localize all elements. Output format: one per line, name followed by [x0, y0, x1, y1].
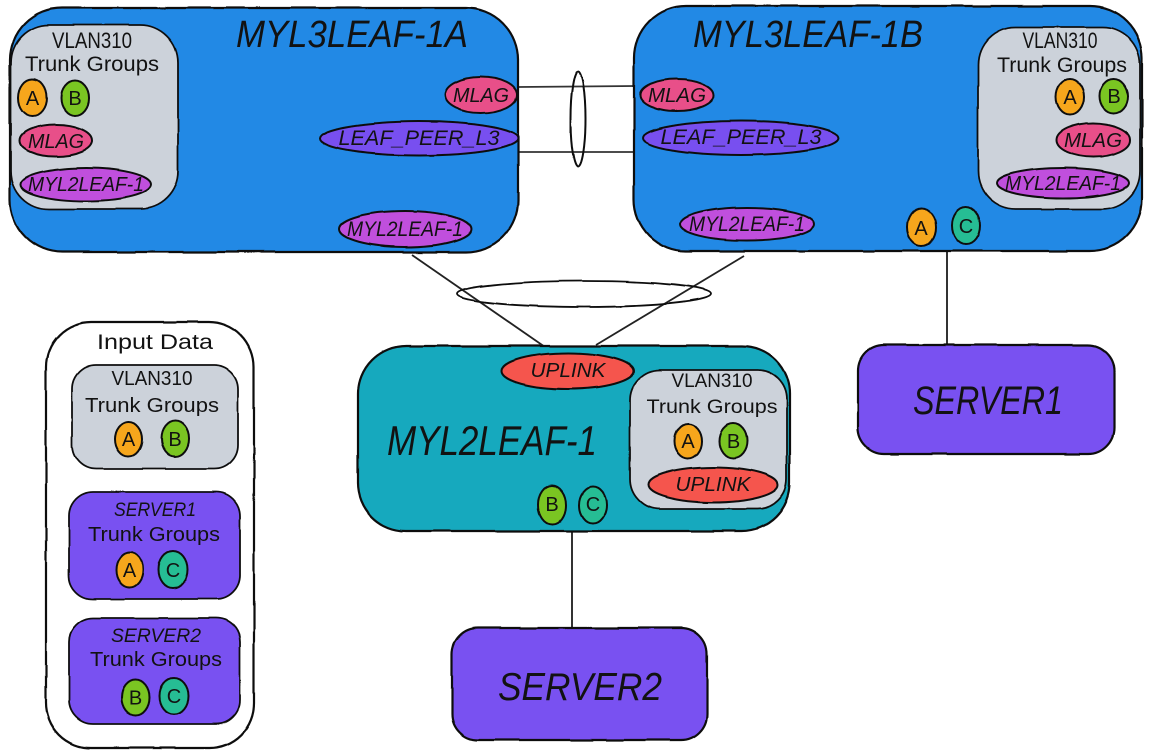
- svg-text:A: A: [122, 429, 136, 451]
- svg-text:Trunk Groups: Trunk Groups: [88, 524, 220, 546]
- svg-text:MYL3LEAF-1B: MYL3LEAF-1B: [693, 14, 923, 56]
- svg-text:Input Data: Input Data: [97, 331, 213, 354]
- svg-text:B: B: [68, 88, 81, 110]
- svg-text:A: A: [123, 560, 137, 582]
- svg-text:LEAF_PEER_L3: LEAF_PEER_L3: [661, 126, 822, 149]
- svg-text:SERVER2: SERVER2: [498, 666, 662, 709]
- svg-text:VLAN310: VLAN310: [112, 368, 193, 390]
- svg-text:A: A: [26, 88, 40, 110]
- svg-text:Trunk Groups: Trunk Groups: [90, 649, 222, 671]
- svg-text:C: C: [959, 216, 973, 238]
- svg-text:LEAF_PEER_L3: LEAF_PEER_L3: [339, 127, 500, 150]
- svg-text:Trunk Groups: Trunk Groups: [647, 397, 778, 418]
- svg-text:MYL2LEAF-1: MYL2LEAF-1: [347, 218, 463, 241]
- svg-text:C: C: [586, 494, 600, 516]
- svg-text:A: A: [914, 218, 928, 240]
- svg-text:SERVER1: SERVER1: [114, 500, 196, 521]
- svg-text:B: B: [1107, 86, 1120, 108]
- svg-text:MYL3LEAF-1A: MYL3LEAF-1A: [236, 14, 468, 56]
- svg-text:MLAG: MLAG: [648, 85, 706, 107]
- svg-text:VLAN310: VLAN310: [52, 28, 132, 53]
- svg-text:A: A: [681, 431, 695, 453]
- svg-text:MYL2LEAF-1: MYL2LEAF-1: [28, 174, 144, 196]
- svg-text:B: B: [129, 688, 142, 710]
- svg-text:B: B: [168, 429, 181, 451]
- svg-text:MLAG: MLAG: [1064, 130, 1122, 152]
- svg-text:Trunk Groups: Trunk Groups: [25, 53, 159, 76]
- svg-text:UPLINK: UPLINK: [531, 360, 608, 382]
- svg-text:B: B: [545, 494, 558, 516]
- svg-text:MLAG: MLAG: [28, 131, 84, 153]
- svg-text:B: B: [727, 431, 740, 453]
- svg-text:SERVER2: SERVER2: [111, 626, 201, 647]
- svg-text:SERVER1: SERVER1: [913, 379, 1063, 423]
- svg-text:MYL2LEAF-1: MYL2LEAF-1: [387, 417, 597, 464]
- svg-text:A: A: [1063, 87, 1077, 109]
- svg-text:MLAG: MLAG: [453, 85, 509, 107]
- svg-text:MYL2LEAF-1: MYL2LEAF-1: [689, 213, 805, 236]
- svg-text:MYL2LEAF-1: MYL2LEAF-1: [1005, 173, 1121, 195]
- svg-text:VLAN310: VLAN310: [672, 371, 753, 392]
- svg-text:Trunk Groups: Trunk Groups: [997, 54, 1127, 77]
- svg-text:C: C: [166, 560, 180, 582]
- svg-text:Trunk Groups: Trunk Groups: [85, 395, 219, 417]
- svg-text:VLAN310: VLAN310: [1023, 28, 1098, 53]
- svg-text:C: C: [167, 686, 181, 708]
- svg-text:UPLINK: UPLINK: [676, 474, 753, 496]
